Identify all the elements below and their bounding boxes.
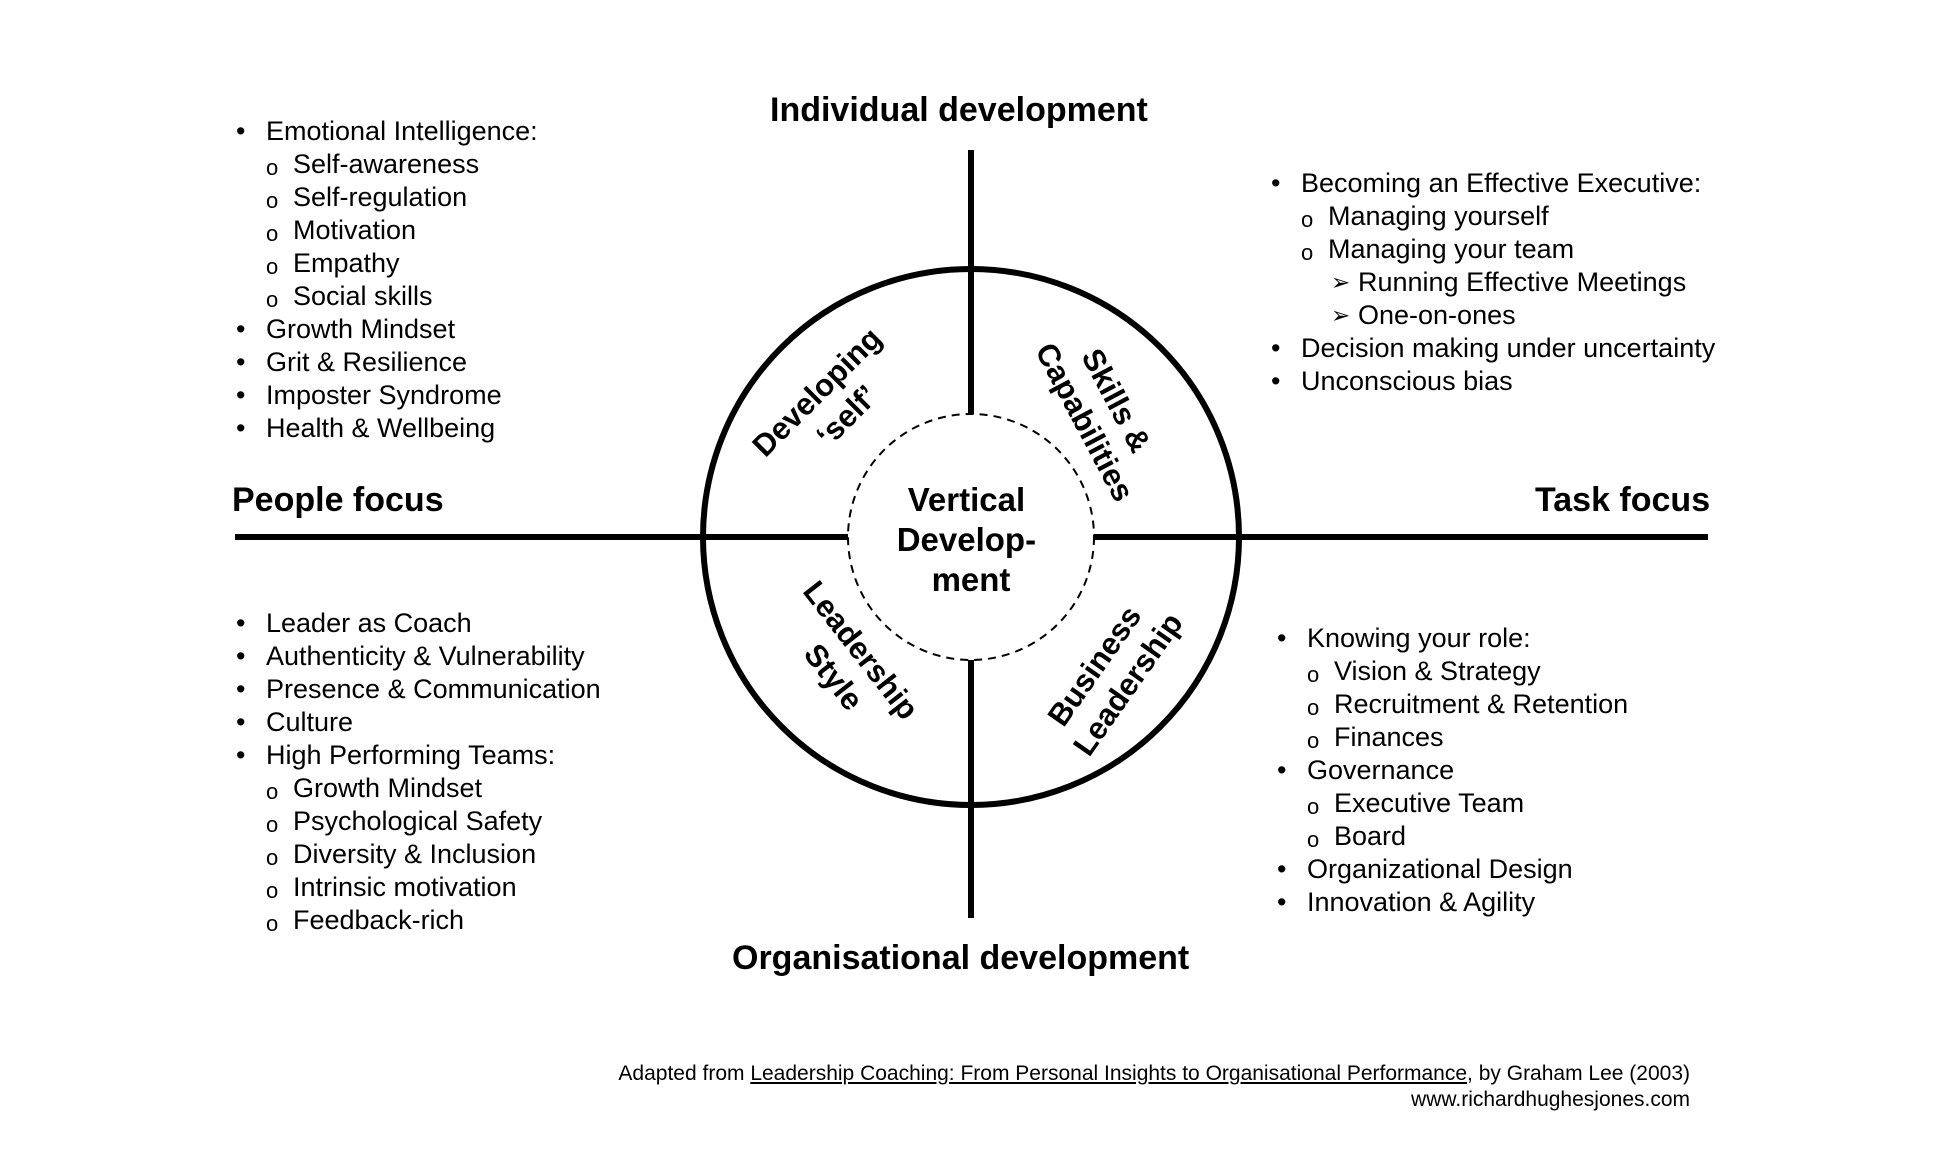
credit: Adapted from Leadership Coaching: From P…: [618, 1061, 1690, 1113]
bullet-marker: •: [236, 608, 246, 638]
bullet-marker: •: [236, 116, 246, 146]
list-item-text: Intrinsic motivation: [293, 872, 517, 902]
bullet-marker: •: [1277, 854, 1287, 884]
bullet-marker: o: [1307, 728, 1320, 753]
list-item-text: Authenticity & Vulnerability: [266, 641, 585, 671]
bullet-marker: o: [1307, 695, 1320, 720]
list-item-text: Motivation: [293, 215, 417, 245]
list-item-text: Recruitment & Retention: [1334, 689, 1629, 719]
list-item-text: Imposter Syndrome: [266, 380, 502, 410]
bullet-marker: •: [236, 740, 246, 770]
list-item-text: Psychological Safety: [293, 806, 543, 836]
list-item-text: Diversity & Inclusion: [293, 839, 537, 869]
list-item-text: Organizational Design: [1307, 854, 1573, 884]
bullet-marker: o: [266, 812, 279, 837]
list-item-text: Knowing your role:: [1307, 623, 1531, 653]
axis-label-right: Task focus: [1535, 481, 1711, 519]
list-item-text: Managing your team: [1328, 234, 1575, 264]
list-item-text: Social skills: [293, 281, 433, 311]
bullet-marker: o: [266, 188, 279, 213]
bullet-marker: •: [1277, 755, 1287, 785]
list-item-text: Health & Wellbeing: [266, 413, 496, 443]
bullet-marker: o: [266, 221, 279, 246]
list-item-text: Growth Mindset: [293, 773, 483, 803]
bullet-marker: •: [1277, 887, 1287, 917]
bullet-marker: •: [1271, 333, 1281, 363]
axis-label-top: Individual development: [770, 91, 1148, 129]
credit-suffix: , by Graham Lee (2003): [1467, 1062, 1690, 1085]
list-item-text: Presence & Communication: [266, 674, 601, 704]
list-item-text: Grit & Resilience: [266, 347, 468, 377]
credit-url: www.richardhughesjones.com: [1411, 1088, 1690, 1111]
list-item-text: Board: [1334, 821, 1407, 851]
bullet-marker: ➢: [1331, 302, 1351, 328]
list-item-text: Decision making under uncertainty: [1301, 333, 1716, 363]
bullet-marker: •: [1277, 623, 1287, 653]
credit-book-title: Leadership Coaching: From Personal Insig…: [750, 1062, 1468, 1085]
axis-label-bottom: Organisational development: [732, 939, 1190, 977]
list-item-text: Self-awareness: [293, 149, 480, 179]
list-item-text: Growth Mindset: [266, 314, 456, 344]
bullet-marker: o: [266, 254, 279, 279]
list-item-text: One-on-ones: [1358, 300, 1516, 330]
list-item-text: Empathy: [293, 248, 400, 278]
credit-prefix: Adapted from: [618, 1062, 751, 1085]
list-item-text: Becoming an Effective Executive:: [1301, 168, 1702, 198]
credit-source-line: Adapted from Leadership Coaching: From P…: [618, 1061, 1690, 1087]
bullet-marker: •: [236, 314, 246, 344]
bullet-marker: o: [266, 845, 279, 870]
bullet-marker: •: [236, 347, 246, 377]
bullet-marker: •: [236, 674, 246, 704]
list-item-text: Emotional Intelligence:: [266, 116, 538, 146]
bullet-marker: o: [1307, 662, 1320, 687]
bullet-marker: •: [1271, 168, 1281, 198]
bullet-marker: •: [236, 380, 246, 410]
bullet-marker: o: [266, 287, 279, 312]
bullet-marker: o: [266, 878, 279, 903]
bullet-marker: o: [1307, 794, 1320, 819]
list-item-text: Innovation & Agility: [1307, 887, 1536, 917]
outer-circle: [700, 266, 1242, 808]
list-item-text: Managing yourself: [1328, 201, 1549, 231]
axis-label-left: People focus: [232, 481, 444, 519]
bullet-marker: ➢: [1331, 269, 1351, 295]
list-item-text: Unconscious bias: [1301, 366, 1513, 396]
bullet-marker: o: [1307, 827, 1320, 852]
bullet-marker: o: [1301, 240, 1314, 265]
list-item-text: Governance: [1307, 755, 1455, 785]
list-item-text: Vision & Strategy: [1334, 656, 1541, 686]
bullet-marker: o: [266, 155, 279, 180]
list-item-text: Leader as Coach: [266, 608, 472, 638]
bullet-marker: •: [1271, 366, 1281, 396]
list-item-text: High Performing Teams:: [266, 740, 556, 770]
bullet-marker: o: [266, 911, 279, 936]
bullet-marker: o: [1301, 207, 1314, 232]
list-item-text: Self-regulation: [293, 182, 468, 212]
bullet-marker: •: [236, 641, 246, 671]
list-item-text: Executive Team: [1334, 788, 1525, 818]
bullet-marker: •: [236, 707, 246, 737]
inner-dashed-circle: [847, 413, 1095, 661]
list-item-text: Running Effective Meetings: [1358, 267, 1687, 297]
bullet-marker: •: [236, 413, 246, 443]
list-item-text: Finances: [1334, 722, 1444, 752]
list-item-text: Feedback-rich: [293, 905, 465, 935]
bullet-marker: o: [266, 779, 279, 804]
center-label: Vertical Develop- ment: [897, 481, 1046, 598]
list-item-text: Culture: [266, 707, 354, 737]
